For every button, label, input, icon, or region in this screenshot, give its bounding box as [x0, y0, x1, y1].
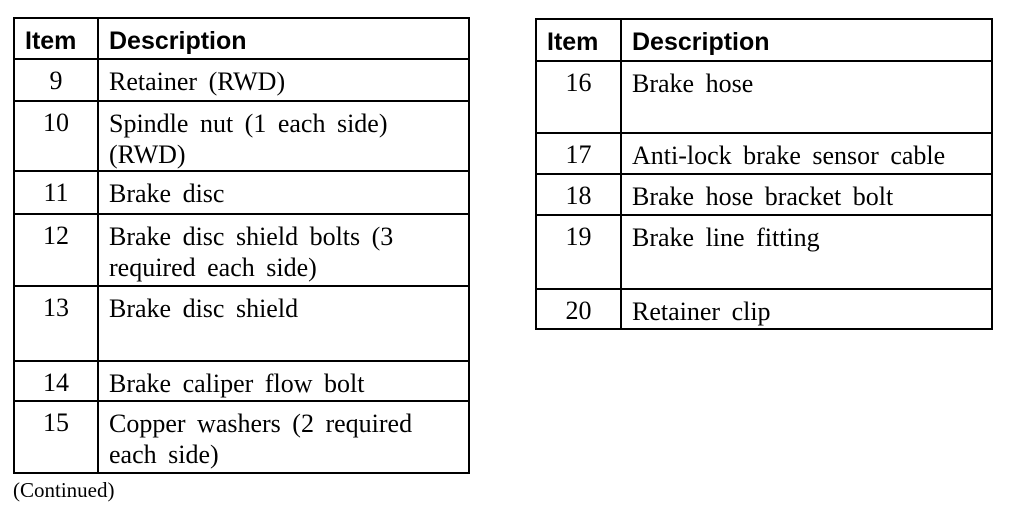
column-header-description: Description	[97, 17, 470, 60]
table-header-row: Item Description	[535, 18, 993, 62]
item-number: 16	[535, 60, 622, 134]
table-row: 14 Brake caliper flow bolt	[13, 360, 470, 402]
item-description: Brake disc shield bolts (3 required each…	[97, 213, 470, 287]
item-number: 17	[535, 132, 622, 175]
item-number: 15	[13, 400, 99, 474]
item-description: Spindle nut (1 each side) (RWD)	[97, 100, 470, 172]
table-row: 12 Brake disc shield bolts (3 required e…	[13, 213, 470, 287]
item-number: 13	[13, 285, 99, 362]
item-description: Brake hose bracket bolt	[620, 173, 993, 216]
table-row: 20 Retainer clip	[535, 288, 993, 330]
table-row: 9 Retainer (RWD)	[13, 58, 470, 102]
item-description: Brake disc shield	[97, 285, 470, 362]
table-row: 16 Brake hose	[535, 60, 993, 134]
item-number: 14	[13, 360, 99, 402]
item-description: Anti-lock brake sensor cable	[620, 132, 993, 175]
column-header-item: Item	[13, 17, 99, 60]
table-row: 13 Brake disc shield	[13, 285, 470, 362]
table-row: 17 Anti-lock brake sensor cable	[535, 132, 993, 175]
item-number: 19	[535, 214, 622, 290]
continued-note: (Continued)	[13, 478, 115, 502]
table-row: 19 Brake line fitting	[535, 214, 993, 290]
item-number: 20	[535, 288, 622, 330]
item-number: 9	[13, 58, 99, 102]
table-header-row: Item Description	[13, 17, 470, 60]
item-description: Brake hose	[620, 60, 993, 134]
item-description: Brake line fitting	[620, 214, 993, 290]
column-header-item: Item	[535, 18, 622, 62]
item-description: Retainer clip	[620, 288, 993, 330]
table-row: 11 Brake disc	[13, 170, 470, 215]
parts-table-right: Item Description 16 Brake hose 17 Anti-l…	[535, 18, 993, 330]
item-description: Brake caliper flow bolt	[97, 360, 470, 402]
parts-table-left: Item Description 9 Retainer (RWD) 10 Spi…	[13, 17, 470, 474]
column-header-description: Description	[620, 18, 993, 62]
item-description: Retainer (RWD)	[97, 58, 470, 102]
item-description: Copper washers (2 required each side)	[97, 400, 470, 474]
item-number: 11	[13, 170, 99, 215]
table-row: 15 Copper washers (2 required each side)	[13, 400, 470, 474]
item-number: 18	[535, 173, 622, 216]
table-row: 18 Brake hose bracket bolt	[535, 173, 993, 216]
item-description: Brake disc	[97, 170, 470, 215]
table-row: 10 Spindle nut (1 each side) (RWD)	[13, 100, 470, 172]
item-number: 10	[13, 100, 99, 172]
item-number: 12	[13, 213, 99, 287]
